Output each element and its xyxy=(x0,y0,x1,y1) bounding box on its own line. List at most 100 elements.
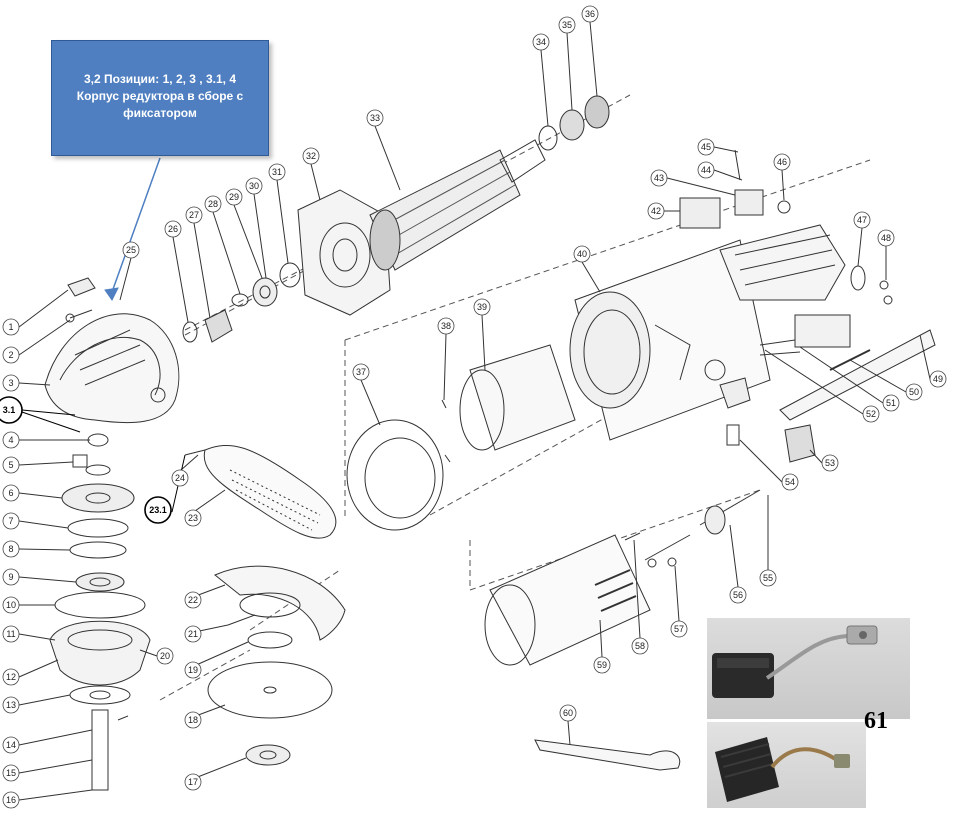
part-number-labels: 1233.14567891011121314151617181920212223… xyxy=(0,5,947,809)
part-number-3-1: 3.1 xyxy=(0,396,23,424)
svg-text:29: 29 xyxy=(229,192,239,202)
svg-text:13: 13 xyxy=(6,700,16,710)
svg-text:11: 11 xyxy=(6,629,15,639)
part-number-10: 10 xyxy=(2,596,20,614)
part-number-30: 30 xyxy=(245,177,263,195)
part-number-47: 47 xyxy=(853,211,871,229)
svg-text:35: 35 xyxy=(562,20,572,30)
svg-text:55: 55 xyxy=(763,573,773,583)
part-number-25: 25 xyxy=(122,241,140,259)
part-number-40: 40 xyxy=(573,245,591,263)
svg-text:51: 51 xyxy=(886,398,896,408)
svg-text:10: 10 xyxy=(6,600,16,610)
svg-text:3: 3 xyxy=(8,378,13,388)
svg-text:7: 7 xyxy=(8,516,13,526)
part-number-12: 12 xyxy=(2,668,20,686)
svg-text:23.1: 23.1 xyxy=(149,505,167,515)
svg-text:56: 56 xyxy=(733,590,743,600)
svg-text:32: 32 xyxy=(306,151,316,161)
svg-text:20: 20 xyxy=(160,651,170,661)
part-number-27: 27 xyxy=(185,206,203,224)
part-number-26: 26 xyxy=(164,220,182,238)
part-number-56: 56 xyxy=(729,586,747,604)
assembly-callout: 3,2 Позиции: 1, 2, 3 , 3.1, 4 Корпус ред… xyxy=(51,40,269,156)
callout-line-2: Корпус редуктора в сборе с xyxy=(76,89,244,103)
part-number-20: 20 xyxy=(156,647,174,665)
svg-text:23: 23 xyxy=(188,513,198,523)
svg-text:47: 47 xyxy=(857,215,867,225)
svg-text:53: 53 xyxy=(825,458,835,468)
svg-text:25: 25 xyxy=(126,245,136,255)
part-number-11: 11 xyxy=(2,625,20,643)
part-number-51: 51 xyxy=(882,394,900,412)
svg-text:8: 8 xyxy=(8,544,13,554)
part-number-9: 9 xyxy=(2,568,20,586)
part-number-48: 48 xyxy=(877,229,895,247)
part-number-42: 42 xyxy=(647,202,665,220)
svg-text:50: 50 xyxy=(909,387,919,397)
svg-text:9: 9 xyxy=(8,572,13,582)
svg-text:42: 42 xyxy=(651,206,661,216)
svg-text:6: 6 xyxy=(8,488,13,498)
part-number-18: 18 xyxy=(184,711,202,729)
part-number-58: 58 xyxy=(631,637,649,655)
svg-text:48: 48 xyxy=(881,233,891,243)
part-number-36: 36 xyxy=(581,5,599,23)
part-number-7: 7 xyxy=(2,512,20,530)
svg-text:30: 30 xyxy=(249,181,259,191)
part-number-38: 38 xyxy=(437,317,455,335)
part-number-49: 49 xyxy=(929,370,947,388)
brush-photo-top xyxy=(707,618,910,719)
svg-text:22: 22 xyxy=(188,595,198,605)
part-number-19: 19 xyxy=(184,661,202,679)
svg-text:36: 36 xyxy=(585,9,595,19)
svg-text:49: 49 xyxy=(933,374,943,384)
part-number-5: 5 xyxy=(2,456,20,474)
part-number-4: 4 xyxy=(2,431,20,449)
svg-text:15: 15 xyxy=(6,768,16,778)
svg-text:57: 57 xyxy=(674,624,684,634)
part-number-23-1: 23.1 xyxy=(144,496,172,524)
callout-line-1: 3,2 Позиции: 1, 2, 3 , 3.1, 4 xyxy=(84,72,236,86)
svg-text:26: 26 xyxy=(168,224,178,234)
svg-text:5: 5 xyxy=(8,460,13,470)
part-number-55: 55 xyxy=(759,569,777,587)
part-number-2: 2 xyxy=(2,346,20,364)
part-number-29: 29 xyxy=(225,188,243,206)
svg-text:17: 17 xyxy=(188,777,198,787)
carbon-brush-image xyxy=(712,625,878,698)
part-number-28: 28 xyxy=(204,195,222,213)
part-number-54: 54 xyxy=(781,473,799,491)
part-61-label: 61 xyxy=(864,708,888,734)
part-number-22: 22 xyxy=(184,591,202,609)
svg-text:16: 16 xyxy=(6,795,16,805)
part-number-39: 39 xyxy=(473,298,491,316)
svg-text:28: 28 xyxy=(208,199,218,209)
part-number-6: 6 xyxy=(2,484,20,502)
svg-text:3.1: 3.1 xyxy=(3,405,16,415)
part-number-52: 52 xyxy=(862,405,880,423)
part-number-35: 35 xyxy=(558,16,576,34)
svg-text:37: 37 xyxy=(356,367,366,377)
svg-text:18: 18 xyxy=(188,715,198,725)
part-number-1: 1 xyxy=(2,318,20,336)
part-number-43: 43 xyxy=(650,169,668,187)
svg-text:39: 39 xyxy=(477,302,487,312)
svg-text:40: 40 xyxy=(577,249,587,259)
svg-text:33: 33 xyxy=(370,113,380,123)
svg-text:46: 46 xyxy=(777,157,787,167)
part-number-46: 46 xyxy=(773,153,791,171)
part-number-8: 8 xyxy=(2,540,20,558)
svg-text:19: 19 xyxy=(188,665,198,675)
part-number-34: 34 xyxy=(532,33,550,51)
svg-text:43: 43 xyxy=(654,173,664,183)
part-number-45: 45 xyxy=(697,138,715,156)
part-number-3: 3 xyxy=(2,374,20,392)
brush-photo-bottom xyxy=(707,722,866,808)
svg-text:27: 27 xyxy=(189,210,199,220)
part-number-24: 24 xyxy=(171,469,189,487)
part-number-33: 33 xyxy=(366,109,384,127)
part-number-37: 37 xyxy=(352,363,370,381)
svg-text:14: 14 xyxy=(6,740,16,750)
